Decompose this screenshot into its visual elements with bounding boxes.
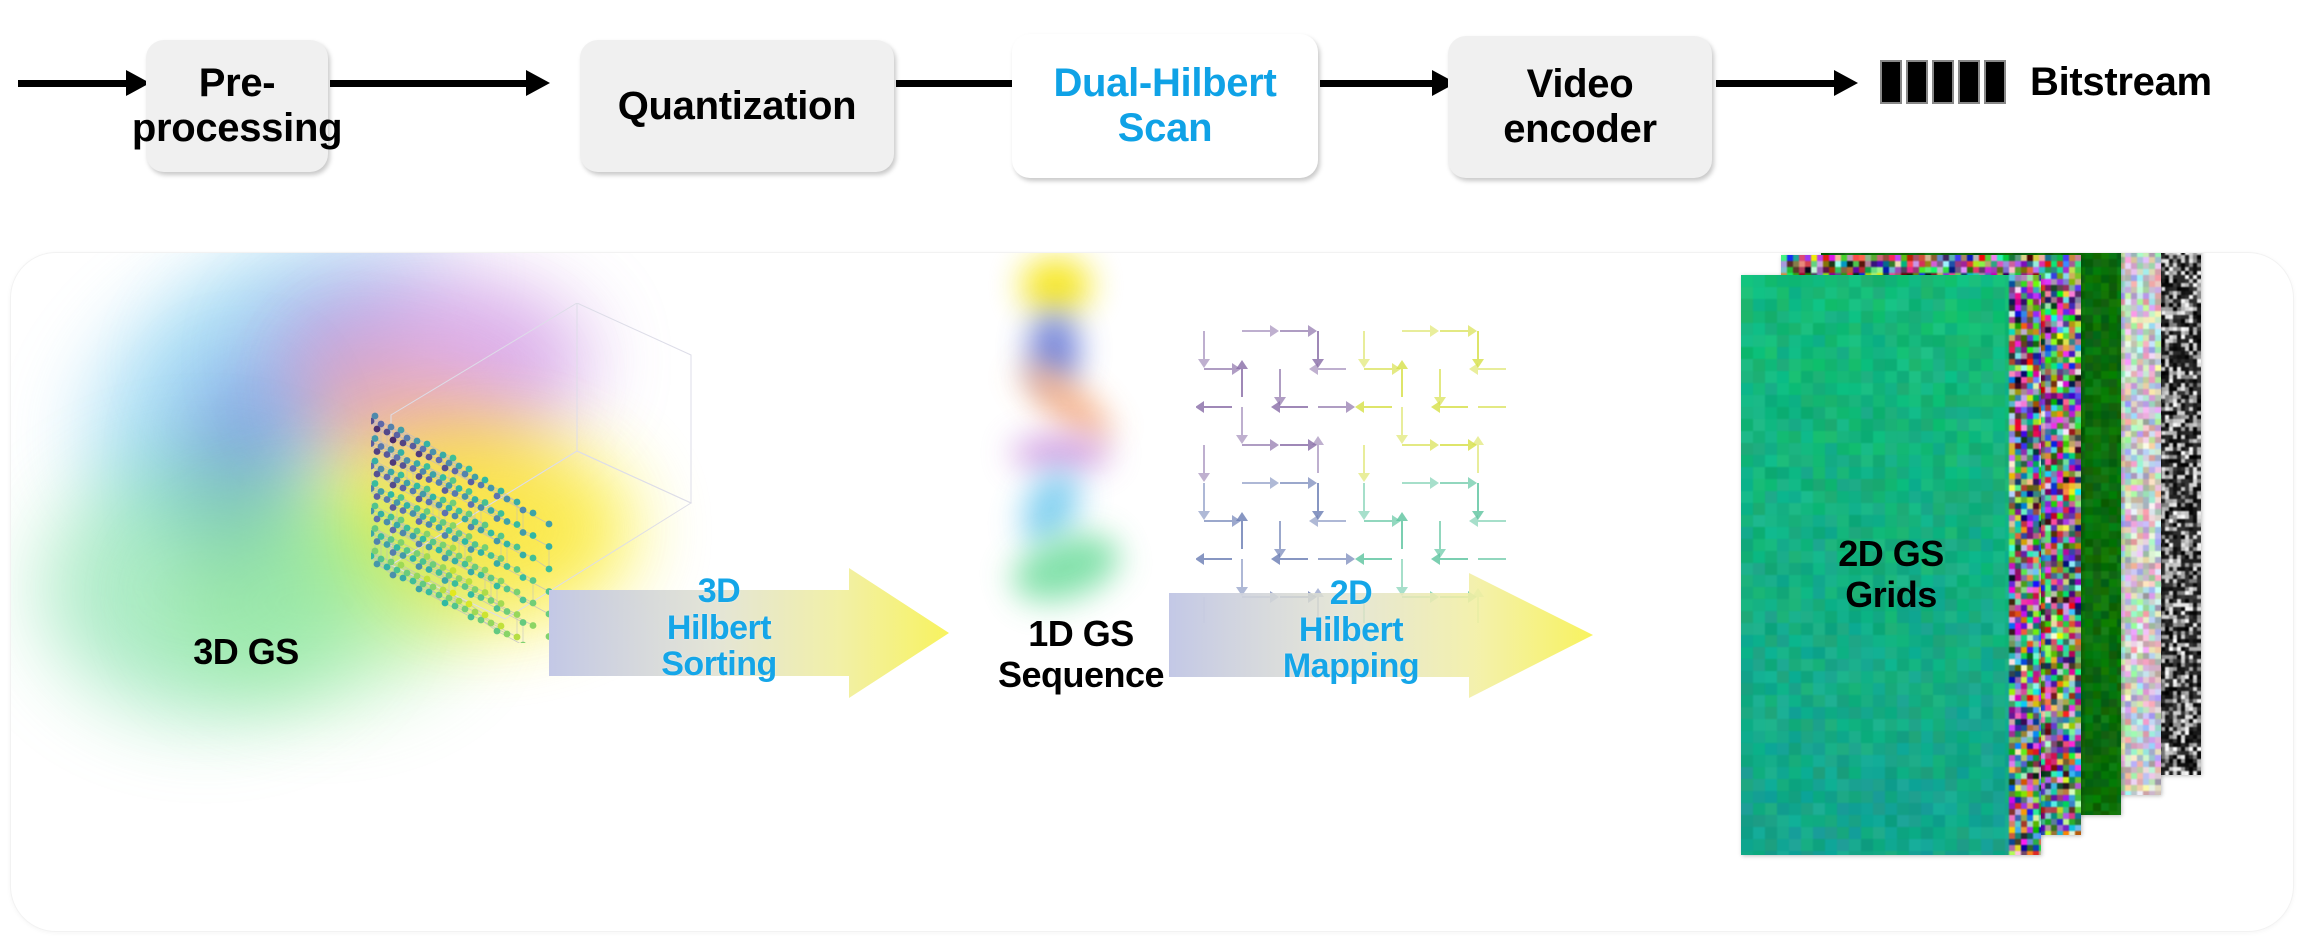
pipeline-stage-dual-hilbert-scan[interactable]: Dual-Hilbert Scan (1012, 34, 1318, 178)
3d-gs-gaussian-cloud (11, 253, 2293, 931)
bitstream-bar (1958, 60, 1980, 104)
transition-arrow-3d-hilbert-sorting (549, 568, 949, 698)
pipeline-stage-pre-processing[interactable]: Pre- processing (132, 40, 343, 172)
pipeline-arrow-4-head (1834, 70, 1858, 96)
bitstream-bar (1984, 60, 2006, 104)
gaussian-blob (401, 443, 601, 603)
gaussian-blob (161, 503, 471, 703)
pipeline-arrow-input-line (18, 80, 130, 87)
pipeline-arrow-4-line (1716, 80, 1838, 87)
2d-hilbert-curve-grids (1196, 325, 1506, 623)
pipeline-stage-dual-hilbert-scan-label: Dual-Hilbert Scan (1053, 61, 1277, 150)
stage-label-1d-gs-sequence: 1D GS Sequence (997, 613, 1165, 696)
gaussian-blob (1004, 522, 1128, 614)
transition-label-2d-hilbert-mapping: 2D Hilbert Mapping (1282, 574, 1420, 686)
bitstream-bar (1906, 60, 1928, 104)
pipeline-stage-video-encoder-label: Video encoder (1503, 62, 1657, 151)
bitstream-bar (1932, 60, 1954, 104)
gaussian-blob (41, 458, 371, 718)
gaussian-blob (1021, 258, 1091, 313)
transition-label-3d-hilbert-sorting: 3D Hilbert Sorting (661, 572, 777, 684)
pipeline-stage-quantization-label: Quantization (617, 83, 857, 128)
pipeline-arrow-2-line (896, 80, 1074, 87)
dual-hilbert-detail-panel: 3D GS (10, 252, 2294, 932)
transition-arrow-2d-hilbert-mapping (1169, 573, 1593, 698)
3d-hilbert-cube (371, 303, 693, 643)
stage-label-3d-gs: 3D GS (193, 631, 299, 672)
pipeline-arrow-3-line (1320, 80, 1436, 87)
pipeline-stage-video-encoder[interactable]: Video encoder (1448, 36, 1712, 178)
pipeline-stage-pre-processing-label: Pre- processing (131, 61, 343, 150)
pipeline-arrow-1-head (526, 70, 550, 96)
stage-label-2d-gs-grids: 2D GS Grids (1838, 533, 1944, 616)
pipeline-arrow-1-line (330, 80, 530, 87)
pipeline-stage-quantization[interactable]: Quantization (580, 40, 894, 172)
encoding-pipeline: Pre- processing Quantization Dual-Hilber… (0, 0, 2312, 230)
1d-gs-sequence-blobs (11, 253, 2293, 931)
bitstream-label: Bitstream (2030, 60, 2212, 104)
bitstream-bar (1880, 60, 1902, 104)
grid-layer-1 (1741, 275, 2041, 855)
gaussian-blob (1011, 435, 1111, 471)
